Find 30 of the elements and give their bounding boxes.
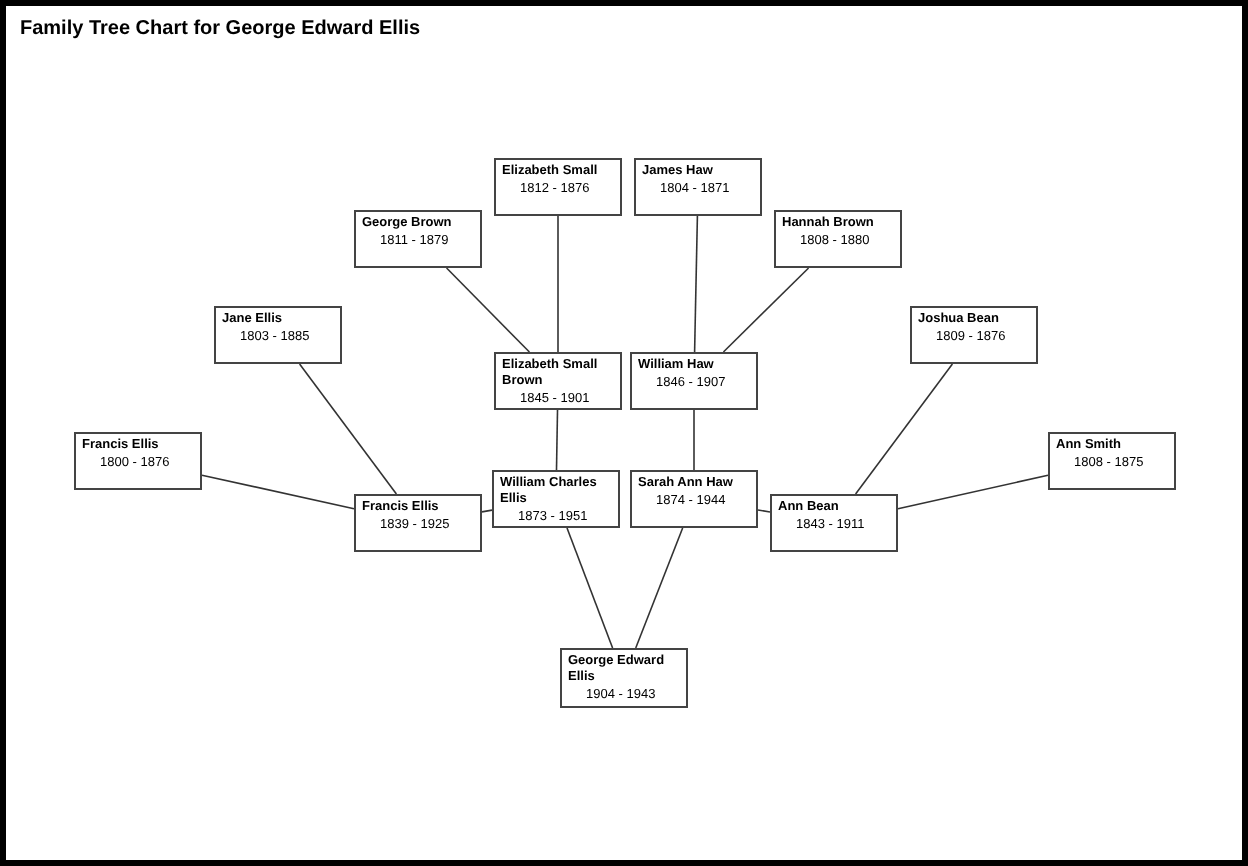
chart-title: Family Tree Chart for George Edward Ellis — [20, 16, 421, 44]
connector-line — [693, 409, 695, 471]
person-box — [494, 352, 622, 410]
person-box — [630, 352, 758, 410]
connector-line — [557, 215, 559, 353]
person-box — [560, 648, 688, 708]
person-box — [634, 158, 762, 216]
person-box — [214, 306, 342, 364]
connector-line — [201, 474, 355, 510]
person-box — [630, 470, 758, 528]
connector-line — [481, 509, 493, 513]
connector-line — [854, 363, 954, 495]
person-box — [492, 470, 620, 528]
connector-line — [555, 409, 559, 471]
connector-line — [757, 509, 771, 513]
person-box — [770, 494, 898, 552]
person-box — [774, 210, 902, 268]
person-box — [74, 432, 202, 490]
person-box — [354, 210, 482, 268]
connector-line — [693, 215, 699, 353]
person-box — [354, 494, 482, 552]
connector-line — [445, 267, 531, 353]
person-box — [910, 306, 1038, 364]
connector-line — [634, 527, 684, 649]
connector-line — [298, 363, 398, 495]
connector-line — [897, 474, 1049, 510]
person-box — [494, 158, 622, 216]
connector-line — [722, 267, 810, 353]
connector-line — [566, 527, 614, 649]
person-box — [1048, 432, 1176, 490]
